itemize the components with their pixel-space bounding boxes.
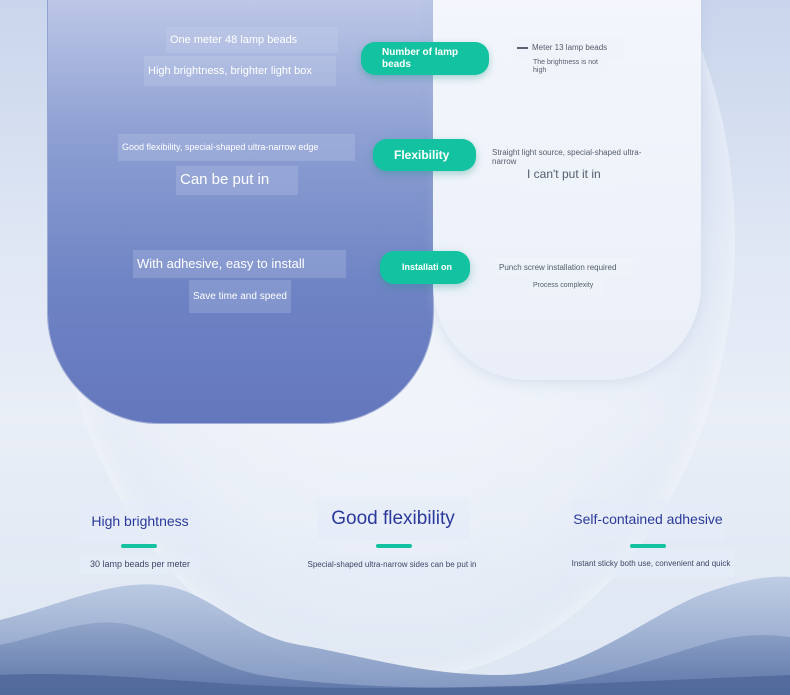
right-row1-primary: Meter 13 lamp beads bbox=[513, 38, 624, 58]
feature-high-brightness-subtitle: 30 lamp beads per meter bbox=[80, 554, 200, 574]
feature-adhesive-subtitle: Instant sticky both use, convenient and … bbox=[568, 550, 734, 577]
mountain-landscape bbox=[0, 576, 790, 695]
left-row1-primary: One meter 48 lamp beads bbox=[166, 27, 338, 53]
left-row2-primary: Good flexibility, special-shaped ultra-n… bbox=[118, 134, 355, 161]
pill-number-of-lamp-beads: Number of lamp beads bbox=[361, 42, 489, 75]
right-row1-secondary: The brightness is not high bbox=[529, 56, 607, 78]
feature-high-brightness-bar bbox=[121, 544, 157, 548]
feature-high-brightness-title: High brightness bbox=[79, 501, 201, 542]
left-row1-secondary: High brightness, brighter light box bbox=[144, 56, 336, 86]
left-row2-secondary: Can be put in bbox=[176, 166, 298, 195]
pill-installation: Installati on bbox=[380, 251, 470, 284]
right-row2-secondary: I can't put it in bbox=[523, 164, 615, 186]
left-row3-secondary: Save time and speed bbox=[189, 280, 291, 313]
feature-good-flexibility-title: Good flexibility bbox=[317, 499, 469, 540]
dash-icon bbox=[517, 47, 528, 49]
feature-adhesive-bar bbox=[630, 544, 666, 548]
right-row3-primary: Punch screw installation required bbox=[495, 258, 633, 278]
feature-good-flexibility-subtitle: Special-shaped ultra-narrow sides can be… bbox=[297, 555, 487, 575]
feature-adhesive-title: Self-contained adhesive bbox=[572, 499, 724, 540]
feature-good-flexibility-bar bbox=[376, 544, 412, 548]
right-row1-primary-text: Meter 13 lamp beads bbox=[532, 43, 608, 53]
right-row3-secondary: Process complexity bbox=[529, 278, 605, 295]
pill-flexibility: Flexibility bbox=[373, 139, 476, 171]
left-row3-primary: With adhesive, easy to install bbox=[133, 250, 346, 278]
